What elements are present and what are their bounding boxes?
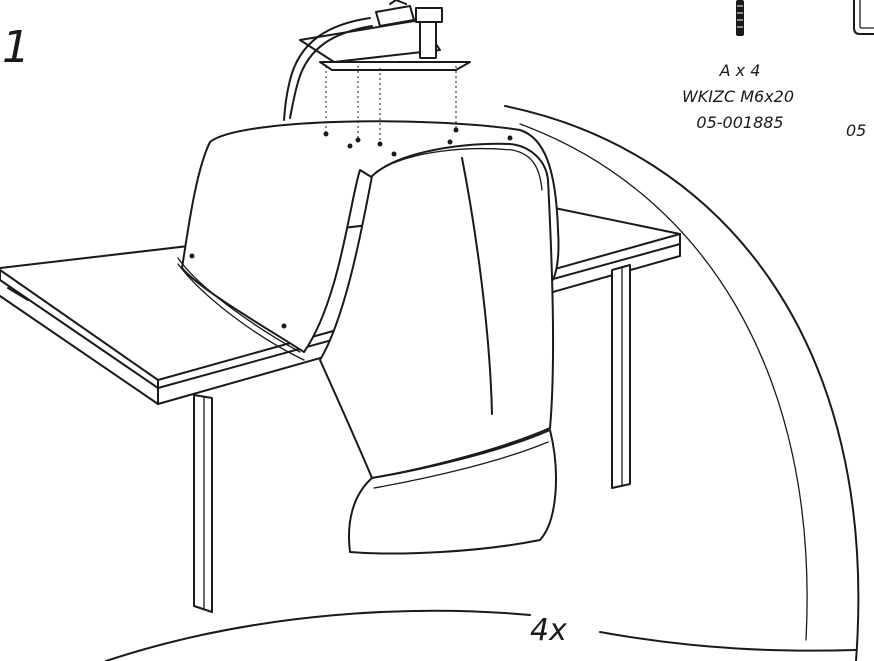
- screw-icon: [736, 0, 744, 36]
- mounting-bracket: [283, 0, 471, 147]
- part-a-name: WKIZC M6x20: [682, 87, 794, 106]
- repeat-count: 4x: [530, 613, 567, 648]
- part-a-code: 05-001885: [696, 113, 783, 132]
- part-a-quantity: A x 4: [719, 61, 761, 80]
- part-b-code: 05: [846, 121, 866, 140]
- allen-key-icon: [853, 0, 874, 35]
- step-number: 1: [2, 22, 30, 73]
- backrest: [319, 142, 557, 555]
- callout-arc-bottom: [105, 609, 857, 661]
- table: [0, 204, 681, 613]
- callout-arc-outer: [504, 105, 860, 661]
- callout-arc-inner: [519, 123, 808, 641]
